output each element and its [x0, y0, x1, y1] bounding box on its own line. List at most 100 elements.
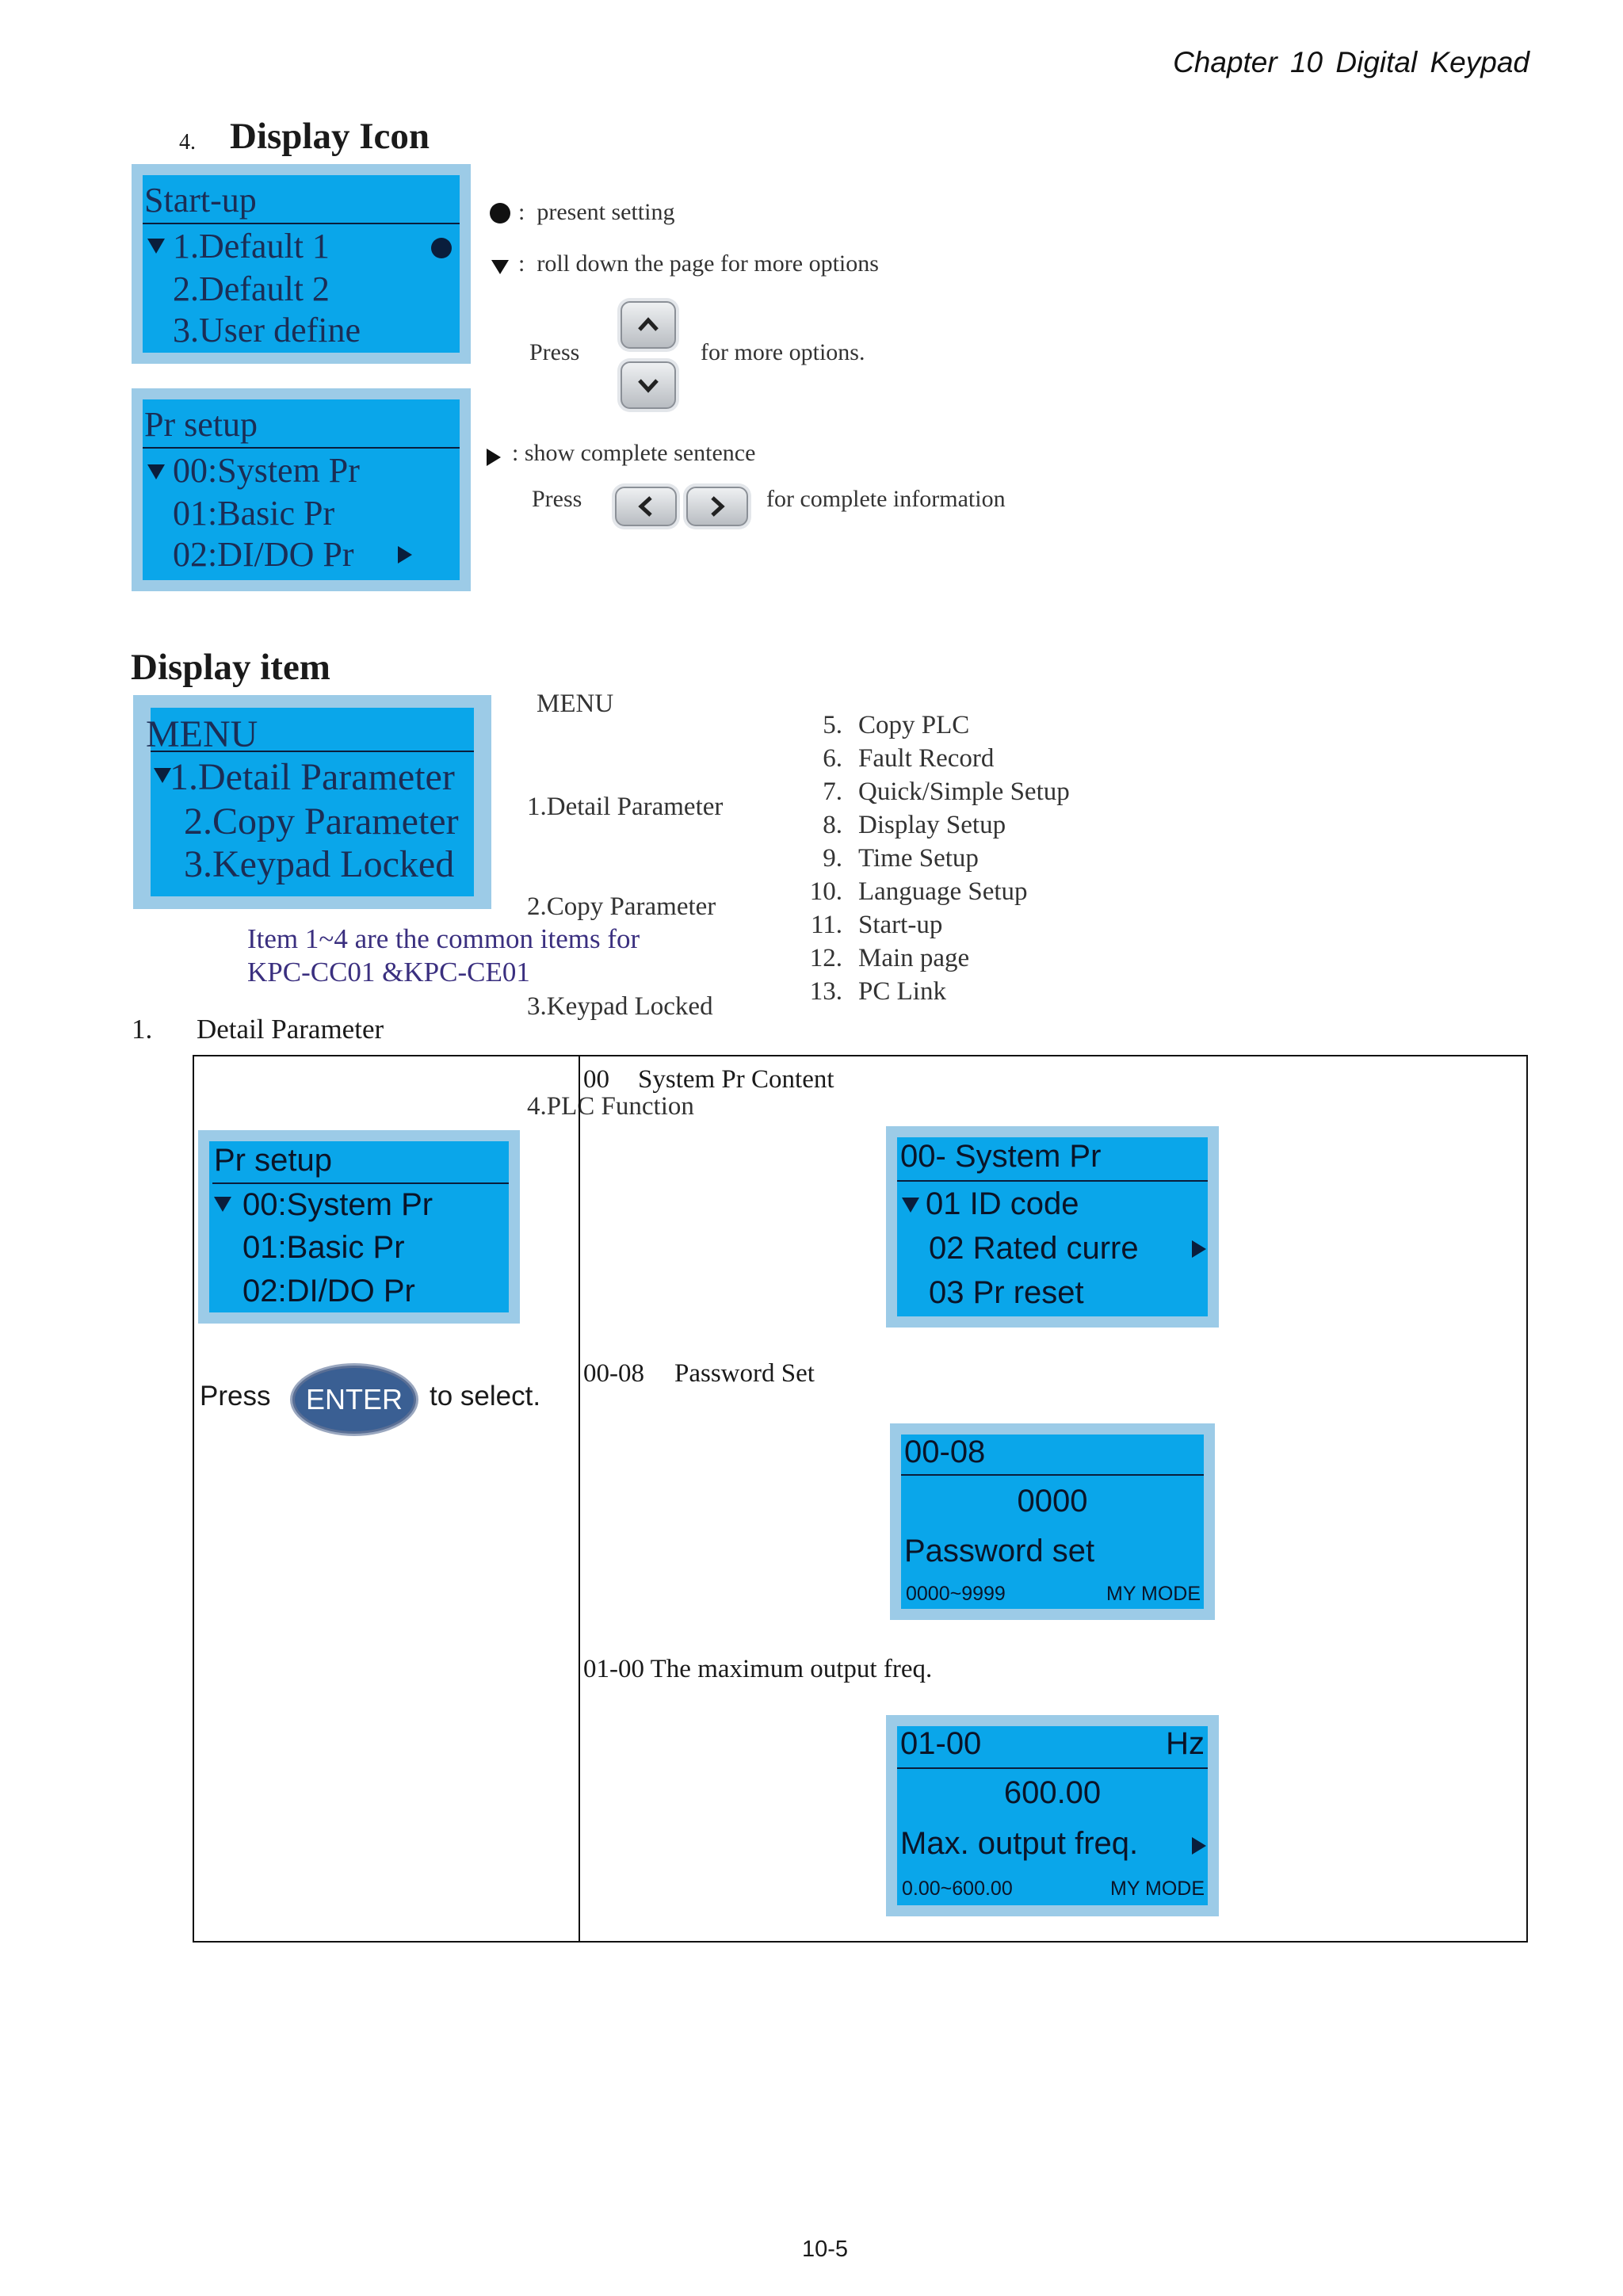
chevron-left-icon — [638, 496, 652, 517]
scroll-down-icon — [147, 239, 165, 254]
lcd-line: 3.User define — [173, 311, 361, 350]
lcd-line: 01:Basic Pr — [242, 1230, 405, 1265]
right-key[interactable] — [686, 487, 748, 526]
lcd-startup: Start-up 1.Default 1 2.Default 2 3.User … — [132, 164, 471, 364]
lcd-title: 01-00 — [900, 1726, 982, 1761]
lcd-line: 02:DI/DO Pr — [173, 535, 354, 574]
lcd-line: 1.Detail Parameter — [170, 756, 455, 798]
detail-table — [193, 1055, 1528, 1943]
menu-list-item: 1.Detail Parameter — [527, 793, 724, 821]
lcd-system-pr: 00- System Pr 01 ID code 02 Rated curre … — [886, 1126, 1219, 1328]
section-number: 4. — [179, 130, 196, 155]
lcd-title: 00- System Pr — [900, 1139, 1102, 1174]
chapter-header: Chapter 10 Digital Keypad — [1173, 46, 1529, 78]
chevron-right-icon — [711, 496, 725, 517]
menu-list: 1.Detail Parameter 2.Copy Parameter 3.Ke… — [527, 724, 723, 1156]
lcd-value: 600.00 — [1003, 1775, 1102, 1810]
lcd-menu: MENU 1.Detail Parameter 2.Copy Parameter… — [133, 695, 491, 909]
lcd-line: 2.Copy Parameter — [184, 800, 459, 842]
lcd-line: 2.Default 2 — [173, 269, 330, 308]
list-item: 5.Copy PLC — [823, 711, 970, 739]
section-title: Display Icon — [230, 116, 430, 157]
heading-text: System Pr Content — [638, 1065, 834, 1094]
lcd-value: 0000 — [1017, 1484, 1088, 1519]
lcd-divider — [143, 223, 460, 224]
lcd-pr-setup-icons: Pr setup 00:System Pr 01:Basic Pr 02:DI/… — [132, 388, 471, 591]
list-item: 12.Main page — [809, 944, 970, 972]
lcd-mode: MY MODE — [1110, 1878, 1205, 1900]
more-text-icon — [1192, 1240, 1206, 1258]
table-divider — [579, 1055, 580, 1941]
common-items-note: Item 1~4 are the common items for KPC-CC… — [247, 923, 640, 989]
lcd-title: Pr setup — [144, 405, 258, 444]
scroll-down-icon — [147, 464, 165, 479]
detail-title: Detail Parameter — [197, 1014, 384, 1045]
lcd-line: 03 Pr reset — [929, 1275, 1084, 1310]
menu-list-title: MENU — [537, 690, 614, 718]
note-line: Item 1~4 are the common items for — [247, 923, 640, 954]
list-item: 6.Fault Record — [823, 744, 995, 773]
legend-press-label: Press — [532, 486, 582, 512]
lcd-mode: MY MODE — [1106, 1583, 1201, 1605]
chevron-up-icon — [638, 317, 659, 331]
scroll-down-icon — [214, 1197, 231, 1212]
lcd-line: 02:DI/DO Pr — [242, 1274, 415, 1308]
lcd-title: 00-08 — [904, 1435, 986, 1469]
lcd-divider — [212, 1182, 509, 1184]
lcd-range: 0000~9999 — [906, 1583, 1006, 1605]
lcd-password-set: 00-08 0000 Password set 0000~9999 MY MOD… — [890, 1423, 1215, 1620]
press-label: Press — [200, 1381, 271, 1412]
heading-code: 00 — [583, 1065, 609, 1094]
menu-list-item: 3.Keypad Locked — [527, 992, 713, 1021]
legend-show-complete: : show complete sentence — [512, 440, 756, 466]
show-complete-icon — [487, 449, 501, 466]
present-setting-icon — [431, 238, 452, 258]
left-key[interactable] — [615, 487, 677, 526]
legend-complete-info: for complete information — [766, 486, 1006, 512]
heading-code: 00-08 — [583, 1359, 644, 1388]
lcd-divider — [901, 1474, 1204, 1476]
numbered-menu-list: 5.Copy PLC 6.Fault Record 7.Quick/Simple… — [795, 711, 1070, 1010]
detail-number: 1. — [132, 1014, 153, 1045]
menu-list-item: 4.PLC Function — [527, 1092, 694, 1121]
list-item: 13.PC Link — [809, 977, 946, 1006]
lcd-title: Start-up — [144, 181, 257, 220]
lcd-line: 01 ID code — [926, 1186, 1079, 1221]
legend-press-label: Press — [529, 339, 580, 365]
up-key[interactable] — [621, 301, 676, 349]
down-key[interactable] — [621, 361, 676, 409]
heading-text: 01-00 The maximum output freq. — [583, 1655, 933, 1683]
list-item: 10.Language Setup — [809, 877, 1028, 906]
more-text-icon — [1192, 1837, 1206, 1855]
lcd-label: Max. output freq. — [900, 1826, 1139, 1861]
lcd-divider — [151, 751, 474, 752]
page-number: 10-5 — [802, 2237, 849, 2262]
to-select-label: to select. — [430, 1381, 541, 1412]
lcd-max-output-freq: 01-00 Hz 600.00 Max. output freq. 0.00~6… — [886, 1715, 1219, 1916]
list-item: 11.Start-up — [810, 911, 943, 939]
list-item: 9.Time Setup — [823, 844, 979, 873]
lcd-title: Pr setup — [214, 1143, 332, 1178]
display-item-title: Display item — [131, 647, 330, 688]
heading-text: Password Set — [674, 1359, 815, 1388]
legend-more-options: for more options. — [701, 339, 865, 365]
present-setting-icon — [490, 203, 510, 223]
lcd-line: 00:System Pr — [173, 451, 360, 490]
lcd-unit: Hz — [1166, 1726, 1205, 1761]
scroll-down-icon — [154, 768, 171, 783]
lcd-line: 1.Default 1 — [173, 227, 330, 266]
lcd-divider — [897, 1180, 1208, 1182]
lcd-line: 00:System Pr — [242, 1187, 433, 1222]
lcd-range: 0.00~600.00 — [902, 1878, 1013, 1900]
lcd-line: 3.Keypad Locked — [184, 843, 455, 885]
lcd-line: 02 Rated curre — [929, 1231, 1139, 1266]
more-text-icon — [398, 546, 412, 563]
lcd-divider — [897, 1767, 1208, 1769]
lcd-label: Password set — [904, 1534, 1095, 1568]
lcd-pr-setup: Pr setup 00:System Pr 01:Basic Pr 02:DI/… — [198, 1130, 520, 1324]
lcd-divider — [143, 447, 460, 449]
list-item: 8.Display Setup — [823, 811, 1006, 839]
lcd-title: MENU — [146, 713, 258, 755]
note-line: KPC-CC01 &KPC-CE01 — [247, 957, 530, 988]
enter-button[interactable]: ENTER — [290, 1363, 418, 1436]
